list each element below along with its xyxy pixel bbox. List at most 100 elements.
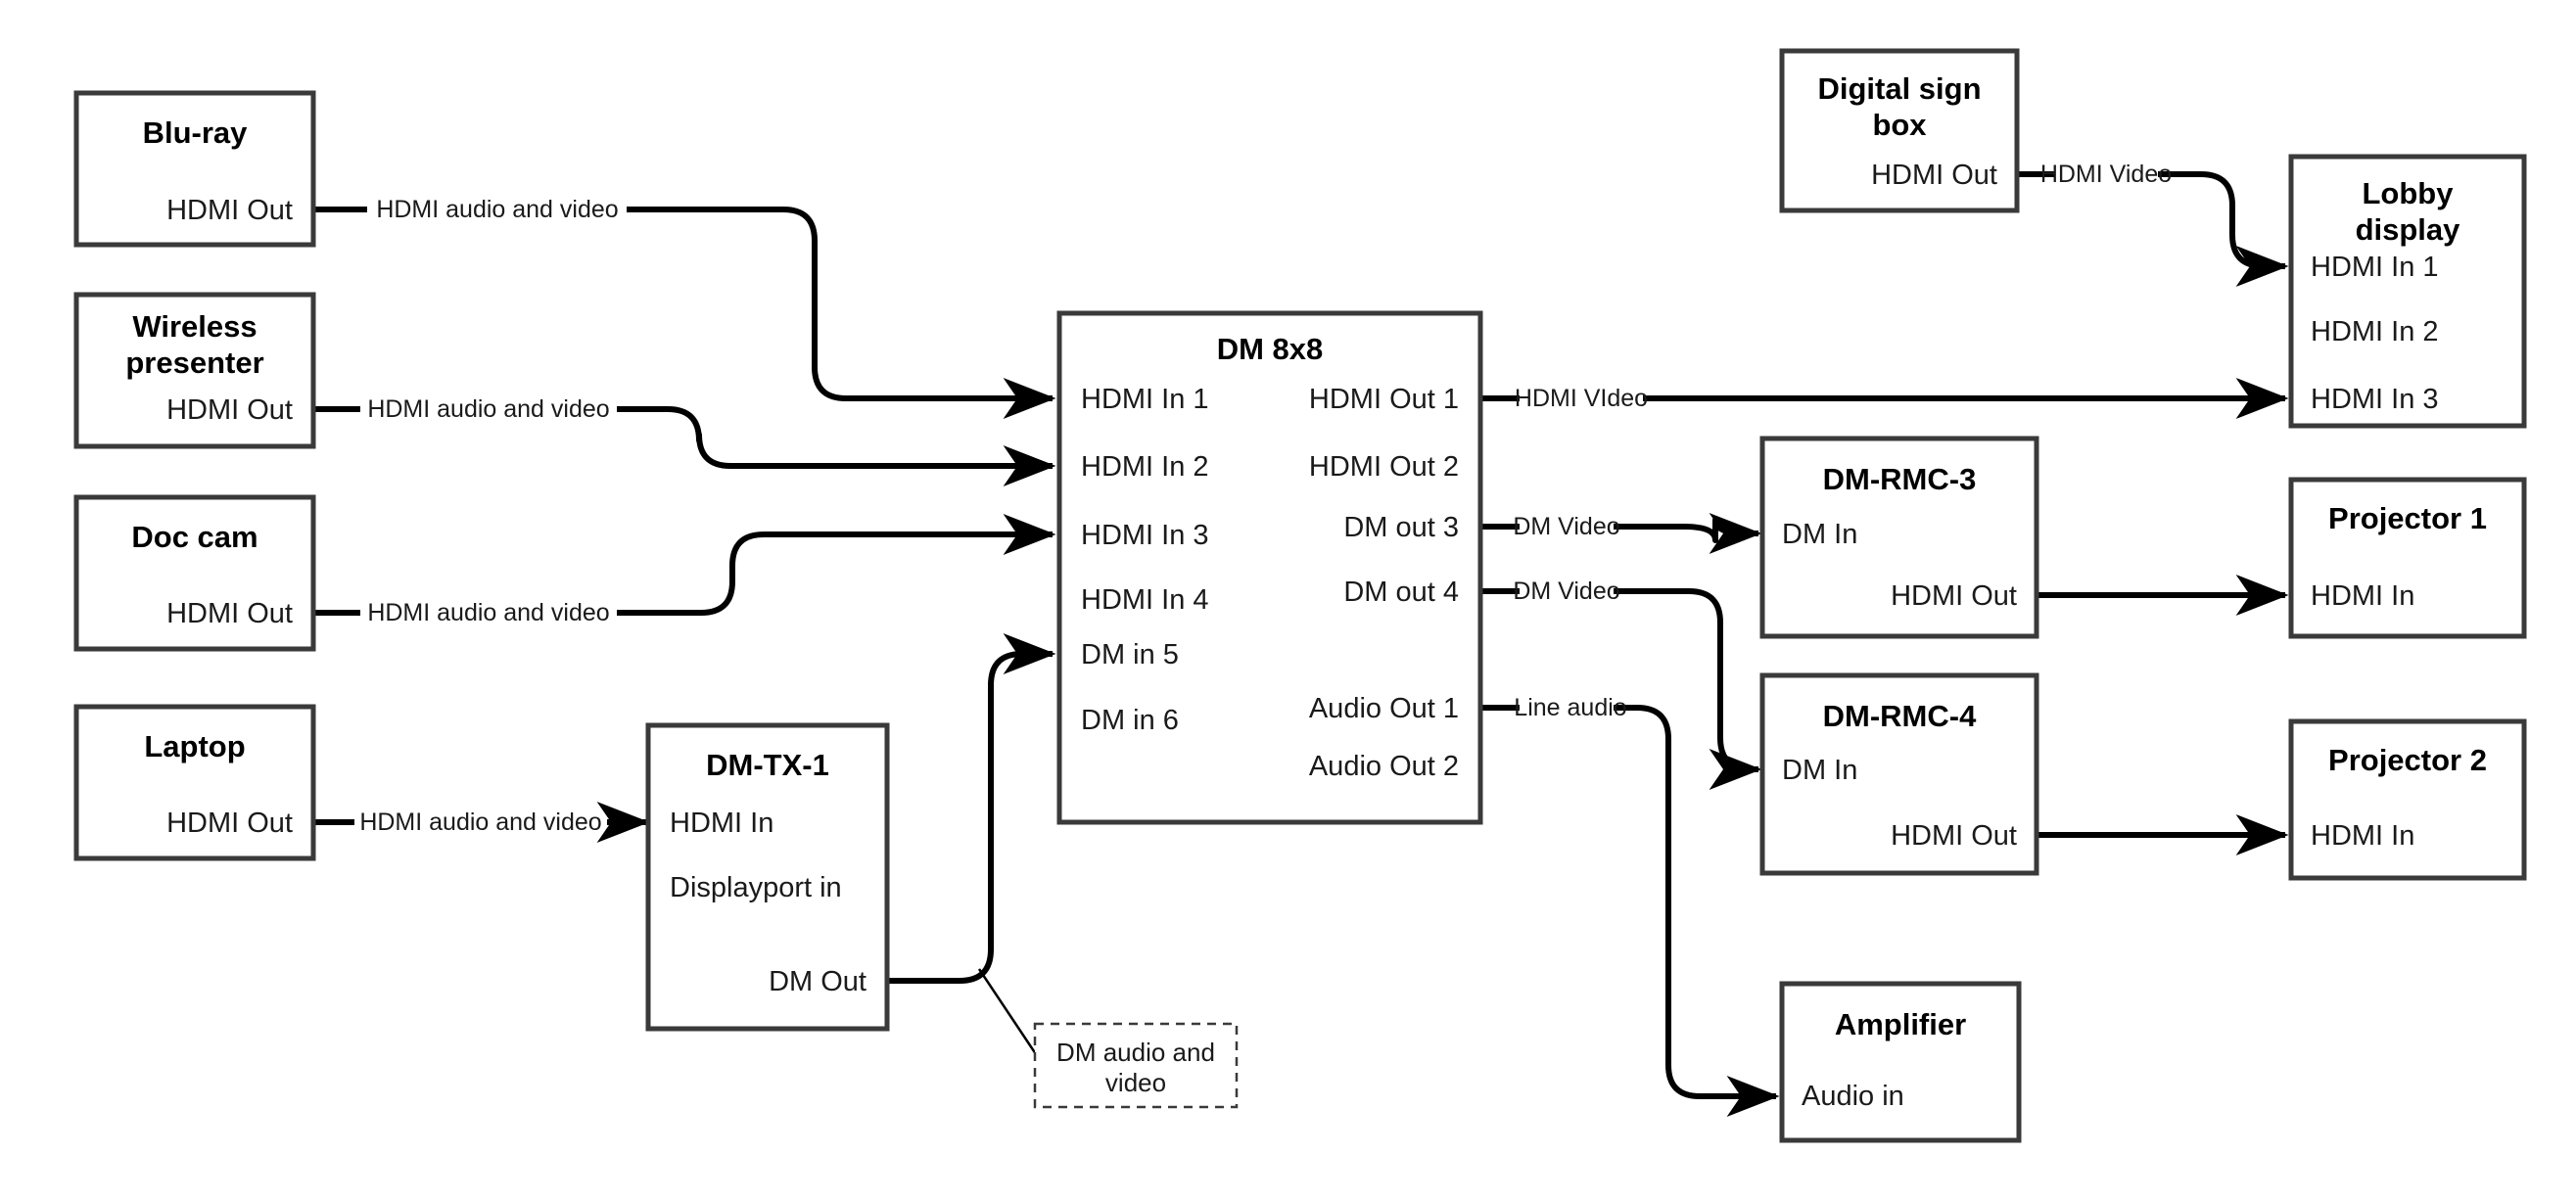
edge-path (887, 633, 1056, 984)
node-amplifier[interactable]: Amplifier Audio in (1779, 981, 2022, 1143)
node-box[interactable] (73, 494, 316, 652)
port-hdmi-out: HDMI Out (166, 394, 293, 426)
node-projector-2[interactable]: Projector 2 HDMI In (2288, 718, 2527, 881)
port-dm-in: DM In (1782, 755, 1857, 786)
callout-text-line1: DM audio and (1056, 1038, 1215, 1067)
node-dm-8x8[interactable]: DM 8x8 HDMI In 1 HDMI In 2 HDMI In 3 HDM… (1056, 310, 1483, 825)
node-title: Projector 1 (2328, 501, 2487, 535)
edge-doccam-to-hdmi-in-3: HDMI audio and video (313, 514, 1056, 626)
port-dm-out-4: DM out 4 (1343, 577, 1459, 608)
edge-label: HDMI audio and video (376, 196, 618, 223)
port-hdmi-out-1: HDMI Out 1 (1309, 384, 1459, 415)
node-title: Doc cam (131, 520, 258, 554)
node-title: Blu-ray (143, 115, 249, 150)
edge-laptop-to-dmtx1: HDMI audio and video (313, 802, 650, 843)
node-laptop[interactable]: Laptop HDMI Out (73, 704, 316, 861)
node-box[interactable] (1759, 672, 2039, 876)
node-bluray[interactable]: Blu-ray HDMI Out (73, 90, 316, 248)
edge-path (2158, 171, 2289, 287)
edge-label: HDMI Video (2040, 161, 2172, 188)
port-audio-out-2: Audio Out 2 (1309, 751, 1459, 782)
port-hdmi-in-3: HDMI In 3 (1081, 520, 1209, 551)
node-dm-rmc-3[interactable]: DM-RMC-3 DM In HDMI Out (1759, 436, 2039, 639)
callout-text-line2: video (1105, 1068, 1166, 1097)
node-digital-sign-box[interactable]: Digital sign box HDMI Out (1779, 48, 2020, 213)
node-title-line2: presenter (125, 346, 263, 380)
edge-label: HDMI audio and video (367, 599, 609, 626)
edge-dmtx1-to-dm-in-5 (887, 633, 1056, 984)
node-title-line1: Wireless (132, 309, 257, 344)
edge-label: HDMI audio and video (359, 808, 601, 836)
node-doc-cam[interactable]: Doc cam HDMI Out (73, 494, 316, 652)
node-title: DM-TX-1 (706, 748, 829, 782)
callout-leader-line (977, 968, 1040, 1058)
port-dm-out: DM Out (769, 966, 866, 997)
port-hdmi-out: HDMI Out (1891, 580, 2017, 612)
edge-label: DM Video (1513, 577, 1619, 605)
node-title-line2: display (2356, 212, 2461, 247)
port-audio-out-1: Audio Out 1 (1309, 693, 1459, 724)
port-hdmi-in-4: HDMI In 4 (1081, 584, 1209, 616)
callout-box (1033, 1022, 1239, 1109)
edge-path (1614, 588, 1762, 790)
port-audio-in: Audio in (1802, 1081, 1904, 1112)
node-box[interactable] (1056, 310, 1483, 825)
port-hdmi-in: HDMI In (670, 808, 773, 839)
port-hdmi-out: HDMI Out (166, 598, 293, 629)
node-box[interactable] (2288, 718, 2527, 881)
edge-label: DM Video (1513, 513, 1619, 540)
port-hdmi-in-2: HDMI In 2 (1081, 451, 1209, 483)
node-box[interactable] (2288, 477, 2527, 639)
port-dm-in: DM In (1782, 519, 1857, 550)
node-dm-tx-1[interactable]: DM-TX-1 HDMI In Displayport in DM Out (645, 722, 890, 1032)
port-hdmi-out-2: HDMI Out 2 (1309, 451, 1459, 483)
edge-dm-out-4-to-rmc4: DM Video (1480, 577, 1762, 790)
node-title-line1: Digital sign (1817, 71, 1981, 106)
edge-path (1614, 513, 1762, 554)
port-hdmi-in: HDMI In (2311, 820, 2414, 852)
node-dm-rmc-4[interactable]: DM-RMC-4 DM In HDMI Out (1759, 672, 2039, 876)
edge-wireless-to-hdmi-in-2: HDMI audio and video (313, 395, 1056, 486)
edge-path (627, 207, 1056, 419)
node-title: Laptop (144, 729, 245, 763)
edge-dm-out-3-to-rmc3: DM Video (1480, 513, 1762, 554)
edge-path (617, 514, 1056, 616)
port-displayport-in: Displayport in (670, 872, 842, 903)
node-box[interactable] (1779, 48, 2020, 213)
node-box[interactable] (1759, 436, 2039, 639)
node-title: DM 8x8 (1217, 332, 1324, 366)
node-projector-1[interactable]: Projector 1 HDMI In (2288, 477, 2527, 639)
edge-label: HDMI VIdeo (1515, 385, 1648, 412)
node-wireless-presenter[interactable]: Wireless presenter HDMI Out (73, 292, 316, 449)
node-box[interactable] (73, 292, 316, 449)
port-hdmi-in-1: HDMI In 1 (2311, 252, 2439, 283)
port-dm-in-6: DM in 6 (1081, 705, 1179, 736)
port-hdmi-in-3: HDMI In 3 (2311, 384, 2439, 415)
node-box[interactable] (73, 704, 316, 861)
node-title-line1: Lobby (2363, 176, 2455, 210)
edge-digitalsign-to-lobby-hdmi-in-1: HDMI Video (2017, 161, 2289, 287)
port-dm-in-5: DM in 5 (1081, 639, 1179, 670)
node-box[interactable] (2288, 154, 2527, 429)
node-box[interactable] (73, 90, 316, 248)
node-title: Projector 2 (2328, 743, 2487, 777)
edge-hdmi-out-1-to-lobby-hdmi-in-3: HDMI VIdeo (1480, 378, 2289, 419)
edge-path (617, 406, 1056, 486)
port-dm-out-3: DM out 3 (1343, 512, 1459, 543)
leader-path (977, 968, 1040, 1058)
node-title: DM-RMC-3 (1823, 462, 1977, 496)
edge-label: HDMI audio and video (367, 395, 609, 423)
port-hdmi-in-1: HDMI In 1 (1081, 384, 1209, 415)
node-box[interactable] (645, 722, 890, 1032)
node-lobby-display[interactable]: Lobby display HDMI In 1 HDMI In 2 HDMI I… (2288, 154, 2527, 429)
edge-path (1614, 705, 1780, 1117)
edge-bluray-to-hdmi-in-1: HDMI audio and video (313, 196, 1056, 419)
port-hdmi-out: HDMI Out (166, 195, 293, 226)
node-box[interactable] (1779, 981, 2022, 1143)
edge-label: Line audio (1514, 694, 1626, 721)
node-title: Amplifier (1835, 1007, 1966, 1041)
callout-dm-audio-and-video: DM audio and video (1033, 1022, 1239, 1109)
port-hdmi-in-2: HDMI In 2 (2311, 316, 2439, 347)
